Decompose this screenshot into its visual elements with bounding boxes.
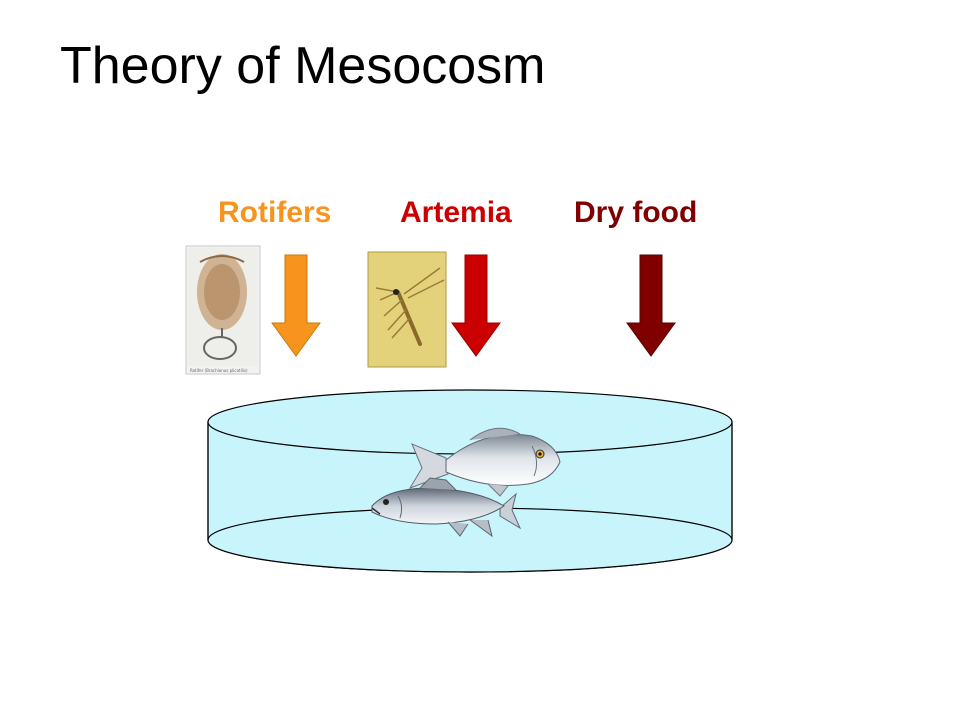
label-artemia: Artemia (400, 196, 512, 229)
sea-bream-fish-icon (408, 427, 561, 497)
sea-bass-fish-icon (371, 477, 522, 538)
rotifer-caption: Rotifer (Brachionus plicatilis) (190, 368, 248, 373)
label-dry-food: Dry food (574, 196, 698, 229)
slide-title: Theory of Mesocosm (60, 37, 546, 95)
arrow-artemia-icon (451, 254, 501, 357)
arrow-rotifers-icon (271, 254, 321, 357)
arrow-dry-food-icon (626, 254, 676, 357)
artemia-photo-icon (367, 251, 447, 368)
label-rotifers: Rotifers (218, 196, 332, 229)
rotifer-photo-icon: Rotifer (Brachionus plicatilis) (185, 245, 261, 375)
mesocosm-tank (207, 389, 733, 573)
